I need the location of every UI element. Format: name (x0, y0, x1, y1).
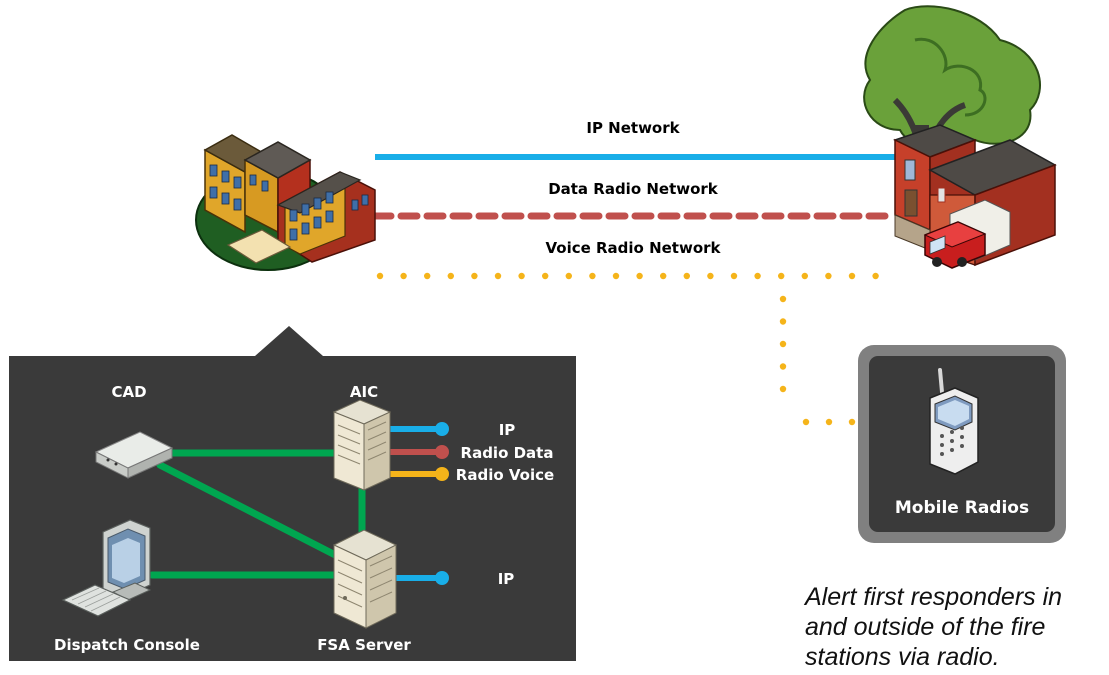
mobile-link-dot (848, 418, 856, 426)
voice-radio-dot (424, 272, 431, 280)
caption-text: Alert first responders in and outside of… (805, 583, 1063, 671)
voice-radio-dot (376, 272, 384, 280)
voice-radio-dot (848, 272, 856, 280)
data-radio-network-label: Data Radio Network (548, 180, 719, 198)
panel-links (148, 449, 366, 579)
mobile-link-dot (779, 363, 787, 370)
voice-radio-dot (872, 272, 879, 280)
voice-radio-dot (518, 272, 525, 280)
voice-radio-dot (589, 272, 596, 280)
aic-radio-data-label: Radio Data (461, 444, 554, 462)
voice-radio-dot (636, 272, 643, 280)
fsa-server-label: FSA Server (317, 636, 411, 654)
voice-radio-dot (565, 272, 572, 280)
voice-radio-dot (400, 272, 407, 280)
fsa-server-icon (332, 529, 398, 629)
mobile-link-dot (802, 418, 810, 426)
aic-server-icon (332, 399, 392, 491)
voice-radio-dot (778, 272, 785, 280)
mobile-link-dot (779, 318, 787, 325)
mobile-link-dot (825, 418, 833, 426)
voice-radio-network-line (376, 272, 879, 280)
city-building-icon (195, 134, 376, 271)
aic-radio-voice-port-dot (435, 467, 449, 481)
voice-radio-dot (707, 272, 714, 280)
dispatch-console-label: Dispatch Console (54, 636, 200, 654)
aic-port-lines (385, 422, 449, 585)
aic-ip-port-dot (435, 422, 449, 436)
voice-radio-dot (447, 272, 454, 280)
cad-label: CAD (111, 383, 146, 401)
aic-ip-label: IP (499, 421, 516, 439)
fsa-ip-label: IP (498, 570, 515, 588)
fsa-ip-port-dot (435, 571, 449, 585)
ip-network-label: IP Network (586, 119, 680, 137)
voice-radio-dot (494, 272, 502, 280)
voice-radio-dot (730, 272, 738, 280)
dispatch-console-icon (61, 519, 152, 617)
aic-radio-voice-label: Radio Voice (456, 466, 554, 484)
voice-radio-dot (542, 272, 549, 280)
voice-radio-dot (660, 272, 667, 280)
aic-radio-data-port-dot (435, 445, 449, 459)
voice-radio-dot (801, 272, 808, 280)
mobile-radio-icon (929, 368, 979, 475)
fire-station-icon (863, 5, 1057, 269)
voice-radio-dot (754, 272, 761, 280)
mobile-link-dot (779, 385, 787, 393)
mobile-link-dot (779, 295, 787, 303)
voice-radio-dot (471, 272, 478, 280)
voice-radio-network-label: Voice Radio Network (545, 239, 721, 257)
mobile-link-dot (779, 340, 787, 348)
cad-device-icon (94, 431, 174, 479)
aic-label: AIC (350, 383, 378, 401)
mobile-radios-label: Mobile Radios (895, 498, 1029, 518)
voice-radio-dot (683, 272, 690, 280)
voice-radio-dot (612, 272, 620, 280)
voice-radio-dot (825, 272, 832, 280)
